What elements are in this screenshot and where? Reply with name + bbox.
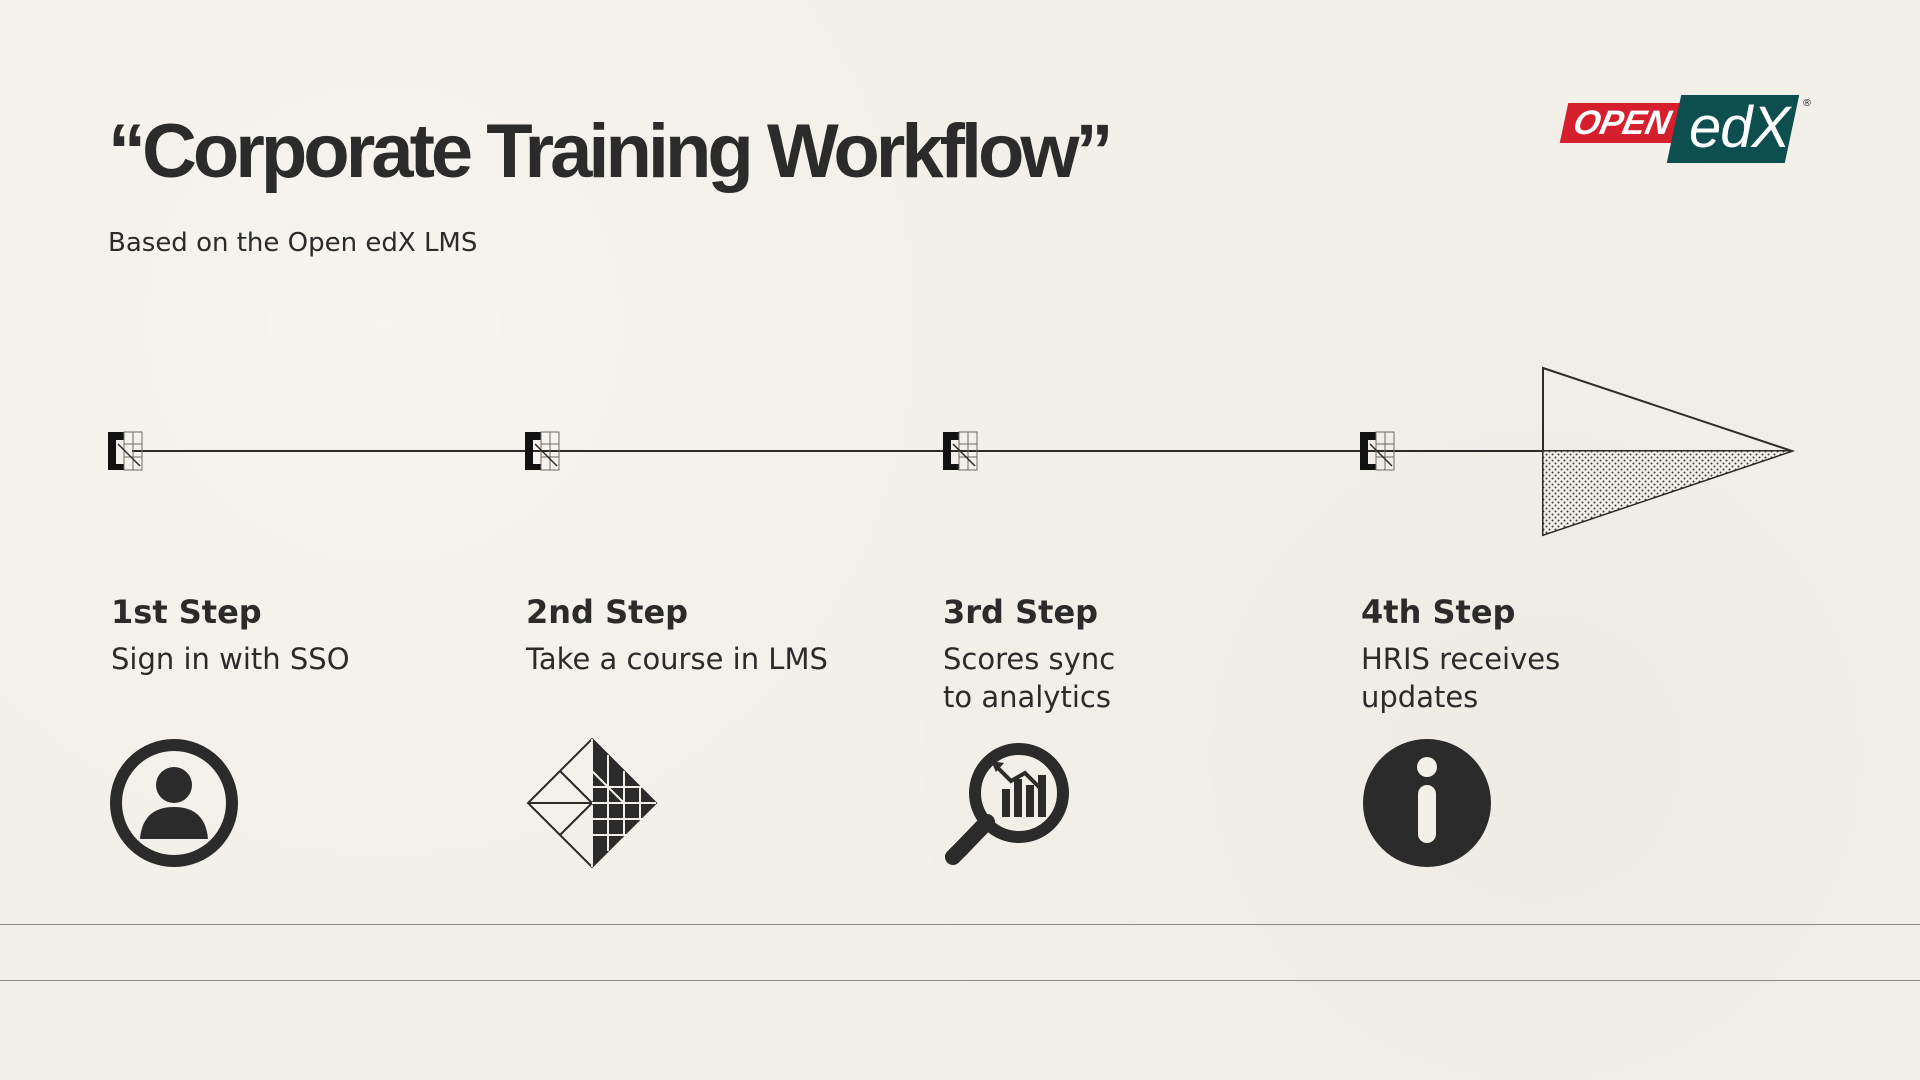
user-icon [110, 739, 238, 867]
open-edx-logo: OPEN edX ® [1559, 95, 1814, 169]
timeline-node-1 [108, 431, 143, 471]
footer-rule-top [0, 924, 1920, 925]
logo-edx-text: edX [1689, 95, 1790, 160]
step-2-description: Take a course in LMS [526, 642, 828, 676]
logo-open-text: OPEN [1559, 103, 1689, 143]
step-3-title: 3rd Step [943, 593, 1099, 631]
timeline-node-2 [525, 431, 560, 471]
step-2-title: 2nd Step [526, 593, 689, 631]
timeline-node-4 [1360, 431, 1395, 471]
timeline-node-3 [943, 431, 978, 471]
info-icon [1363, 739, 1491, 867]
course-diamond-icon [526, 737, 658, 869]
step-1-title: 1st Step [111, 593, 262, 631]
arrowhead [1542, 366, 1796, 537]
step-4-description: HRIS receives updates [1361, 642, 1561, 714]
registered-mark: ® [1802, 98, 1812, 109]
footer-rule-bottom [0, 980, 1920, 981]
step-3-description: Scores sync to analytics [943, 642, 1116, 714]
page-title: “Corporate Training Workflow” [108, 109, 1114, 194]
page-subtitle: Based on the Open edX LMS [108, 228, 478, 258]
step-1-description: Sign in with SSO [111, 642, 350, 676]
analytics-search-icon [945, 743, 1069, 865]
step-4-title: 4th Step [1361, 593, 1516, 631]
